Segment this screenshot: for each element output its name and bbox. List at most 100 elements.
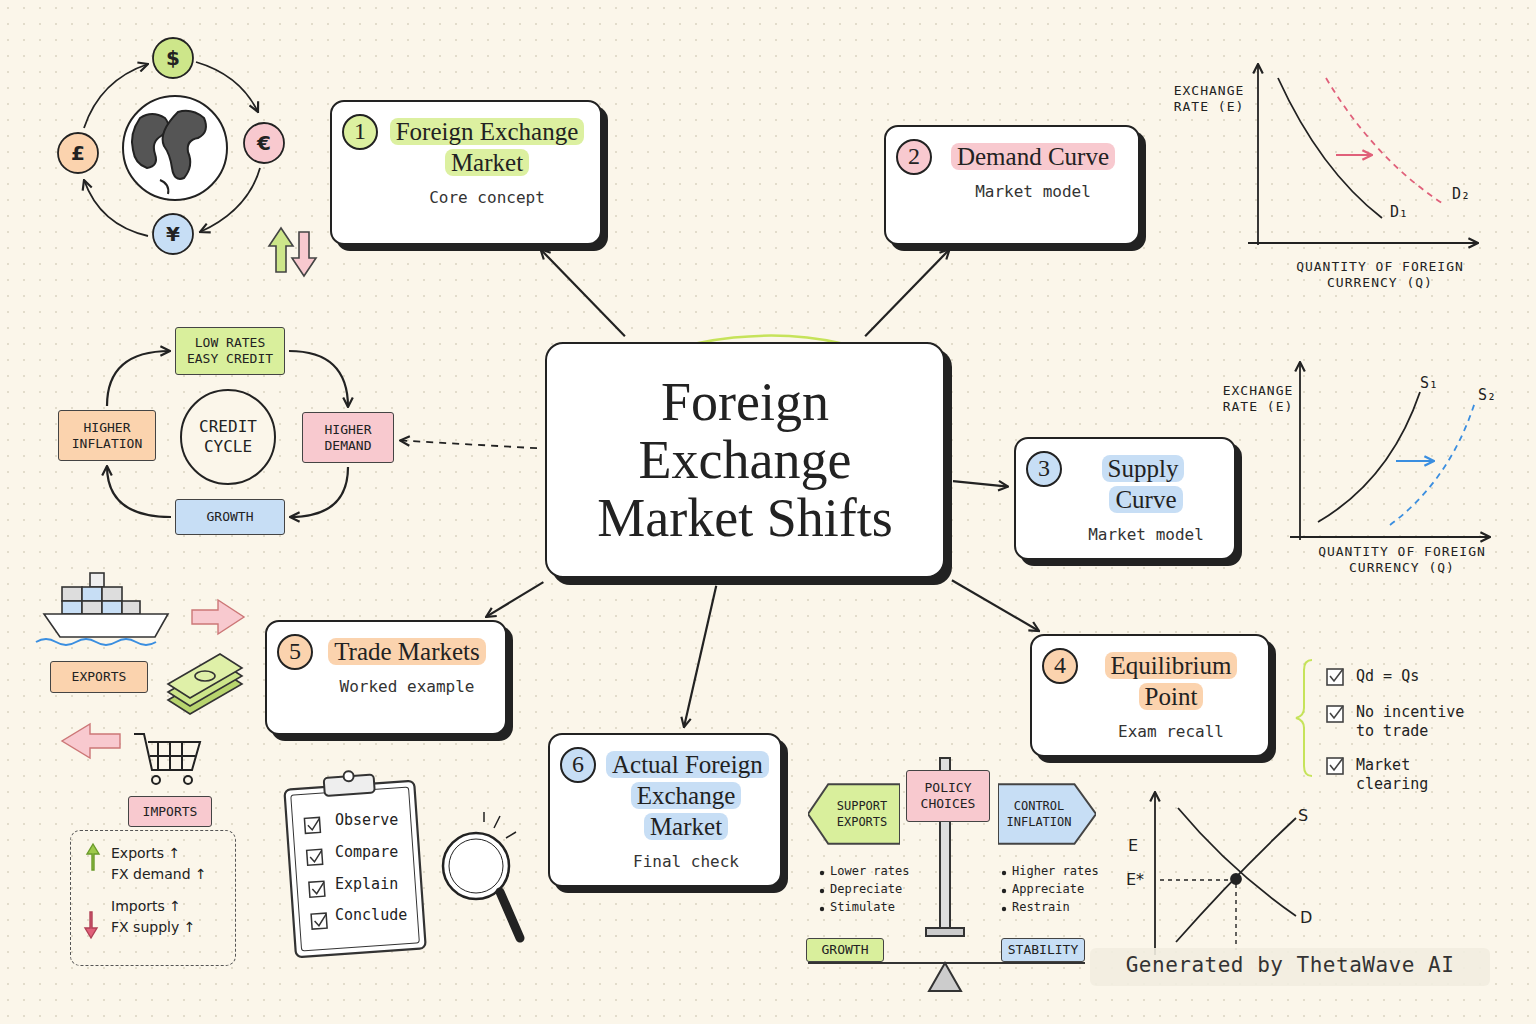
- chart-label: S₂: [1478, 386, 1508, 405]
- callout-number: 2: [896, 139, 932, 175]
- chart-label: Restrain: [1012, 900, 1102, 915]
- chart-label: E*: [1126, 870, 1150, 890]
- chart-label: Depreciate: [830, 882, 920, 897]
- label-box: IMPORTS: [128, 796, 212, 827]
- connector: [107, 466, 171, 517]
- chart-label: D₁: [1390, 203, 1420, 222]
- label-box: HIGHER INFLATION: [58, 410, 156, 461]
- cycle-circle: CREDIT CYCLE: [180, 389, 276, 485]
- currency-symbol: $: [153, 47, 193, 69]
- chart-label: Lower rates: [830, 864, 920, 879]
- text-stack: GROWTH: [207, 509, 254, 525]
- connector: [865, 249, 949, 336]
- topic-card: 2 Demand CurveMarket model: [884, 125, 1140, 245]
- card-heading: Trade Markets: [328, 638, 486, 665]
- box-text: POLICY CHOICES: [912, 780, 984, 812]
- label-box: GROWTH: [175, 499, 285, 535]
- chart-label: EXCHANGE RATE (E): [1165, 83, 1253, 116]
- text-stack: POLICY CHOICES: [912, 780, 984, 812]
- currency-symbol: €: [244, 132, 284, 154]
- connector: [952, 580, 1039, 631]
- chart-label: D₂: [1452, 185, 1482, 204]
- equilibrium-chart: [1155, 792, 1296, 955]
- box-text: HIGHER INFLATION: [64, 420, 150, 452]
- card-body: Market model: [942, 182, 1124, 201]
- title-text: Foreign Exchange Market Shifts: [561, 373, 929, 547]
- currency-symbol: ¥: [153, 223, 193, 245]
- text-stack: HIGHER INFLATION: [64, 420, 150, 452]
- box-text: EXPORTS: [72, 669, 127, 685]
- chart-label: Qd = Qs: [1356, 667, 1506, 686]
- note-line: FX supply ↑: [111, 918, 227, 936]
- connector: [290, 467, 348, 517]
- title-box: Foreign Exchange Market Shifts: [545, 342, 945, 578]
- note-line: Imports ↑: [111, 897, 227, 915]
- card-heading: Demand Curve: [951, 143, 1115, 170]
- chart-label: Market clearing: [1356, 756, 1486, 794]
- arrow-outline: [998, 783, 1096, 845]
- chart-label: Appreciate: [1012, 882, 1102, 897]
- up-down-arrows: [269, 228, 316, 276]
- arrow-box: CONTROL INFLATION: [998, 783, 1096, 845]
- card-heading: Foreign Exchange Market: [390, 118, 585, 176]
- export-arrow: [192, 600, 244, 634]
- arrow-shape: [998, 784, 1096, 844]
- text-stack: GROWTH: [822, 942, 869, 958]
- callout-number: 3: [1026, 451, 1062, 487]
- heading-wrap: Actual Foreign Exchange Market: [606, 749, 766, 842]
- magnifier-icon: [443, 812, 520, 938]
- card-body: Core concept: [388, 188, 586, 207]
- box-text: HIGHER DEMAND: [308, 422, 388, 454]
- box-text: CONTROL INFLATION: [1002, 798, 1076, 830]
- currency-symbol: £: [58, 142, 98, 164]
- text-stack: LOW RATES EASY CREDIT: [181, 335, 279, 367]
- box-text: CREDIT CYCLE: [190, 417, 266, 457]
- card-body: Worked example: [323, 677, 491, 696]
- connector: [684, 586, 716, 727]
- chart-label: D: [1300, 908, 1320, 928]
- callout-number: 4: [1042, 648, 1078, 684]
- ship-icon: [36, 573, 168, 645]
- connector: [541, 249, 625, 336]
- card-heading: Equilibrium Point: [1105, 652, 1238, 710]
- currency-ring: [58, 38, 284, 254]
- watermark-ground: [1090, 948, 1490, 986]
- text-stack: STABILITY: [1008, 942, 1078, 958]
- connector: [486, 582, 543, 617]
- supply-chart: [1290, 362, 1490, 540]
- box-text: STABILITY: [1008, 942, 1078, 958]
- heading-wrap: Equilibrium Point: [1088, 650, 1254, 712]
- connector: [400, 440, 537, 448]
- topic-card: 6Actual Foreign Exchange MarketFinal che…: [548, 733, 782, 887]
- text-stack: SUPPORT EXPORTS: [828, 798, 896, 830]
- connector: [953, 481, 1008, 487]
- note-line: FX demand ↑: [111, 865, 227, 883]
- box-text: SUPPORT EXPORTS: [828, 798, 896, 830]
- card-body: Market model: [1072, 525, 1220, 544]
- label-box: HIGHER DEMAND: [302, 412, 394, 463]
- connector: [107, 351, 170, 406]
- label-box: GROWTH: [806, 938, 884, 962]
- text-stack: EXPORTS: [72, 669, 127, 685]
- arrow-box: SUPPORT EXPORTS: [808, 783, 900, 845]
- callout-number: 1: [342, 114, 378, 150]
- chart-label: Compare: [335, 843, 415, 862]
- chart-label: QUANTITY OF FOREIGN CURRENCY (Q): [1302, 544, 1502, 577]
- box-text: IMPORTS: [143, 804, 198, 820]
- heading-wrap: Foreign Exchange Market: [388, 116, 586, 178]
- watermark: Generated by ThetaWave AI: [1095, 952, 1485, 978]
- chart-label: S: [1298, 806, 1318, 826]
- chart-label: No incentive to trade: [1356, 703, 1486, 741]
- checklist-marks: [1296, 660, 1343, 776]
- label-box: STABILITY: [1001, 938, 1085, 962]
- chart-label: Higher rates: [1012, 864, 1102, 879]
- clipboard-icon: [283, 767, 425, 958]
- text-stack: CONTROL INFLATION: [1002, 798, 1076, 830]
- cart-icon: [134, 734, 200, 784]
- callout-number: 5: [277, 634, 313, 670]
- chart-label: EXCHANGE RATE (E): [1214, 383, 1302, 416]
- box-text: GROWTH: [207, 509, 254, 525]
- card-body: Final check: [606, 852, 766, 871]
